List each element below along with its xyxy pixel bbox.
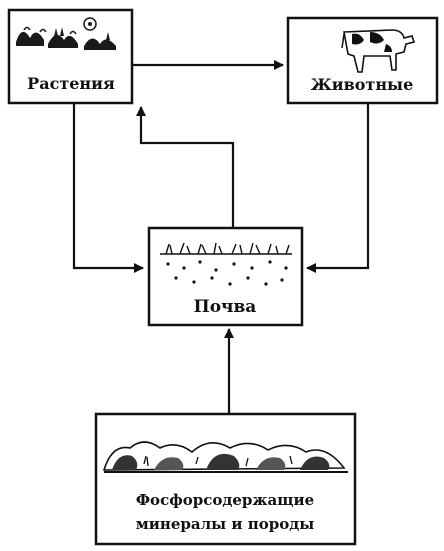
plants-icon: [16, 17, 116, 50]
node-animals-label: Животные: [311, 75, 414, 94]
node-soil: Почва: [147, 226, 304, 327]
node-plants-label: Растения: [27, 74, 115, 93]
node-soil-box: [147, 226, 304, 327]
node-soil-label: Почва: [194, 297, 257, 317]
edges: [72, 60, 370, 414]
node-animals: Животные: [286, 16, 439, 105]
soil-particles-icon: [166, 260, 288, 286]
node-minerals: Фосфорсодержащие минералы и породы: [94, 412, 357, 546]
node-minerals-label-line2: минералы и породы: [136, 515, 315, 533]
node-minerals-box: [94, 412, 357, 546]
edge-plants-to-soil: [72, 103, 144, 273]
soil-icon: [160, 242, 292, 255]
edge-animals-to-soil: [306, 103, 370, 273]
node-minerals-label-line1: Фосфорсодержащие: [136, 491, 314, 509]
node-plants-box: [7, 8, 134, 105]
rocks-icon: [102, 441, 348, 473]
node-plants: Растения: [7, 8, 134, 105]
cow-icon: [341, 29, 416, 73]
edge-soil-to-plants: [136, 106, 235, 228]
